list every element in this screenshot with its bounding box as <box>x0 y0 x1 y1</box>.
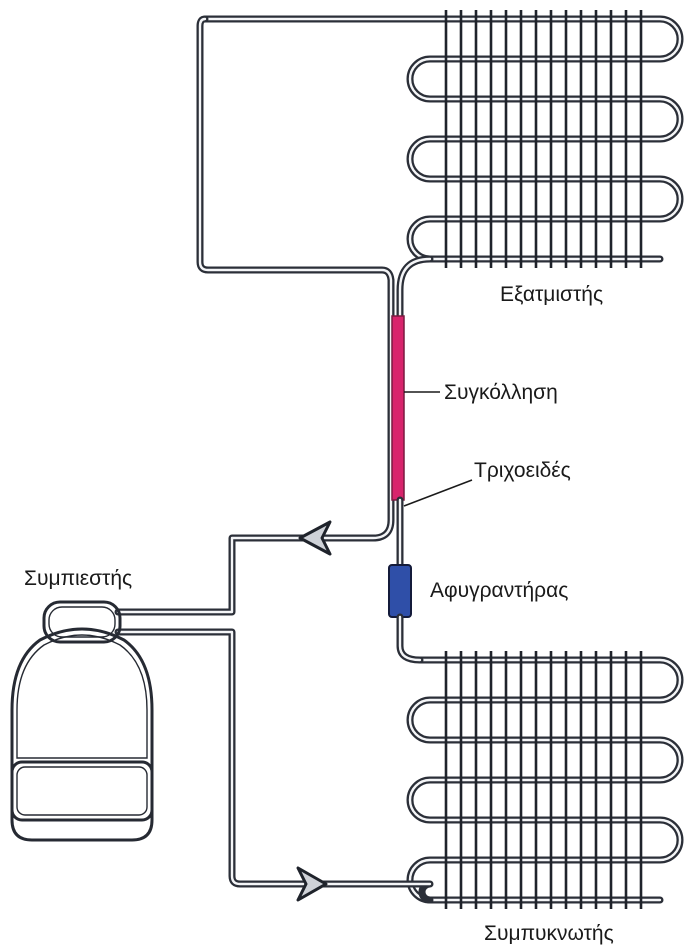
weld-section <box>391 315 405 501</box>
label-weld: Συγκόλληση <box>444 381 558 404</box>
label-compressor: Συμπιεστής <box>24 567 132 590</box>
suction-line <box>114 15 395 616</box>
label-drier: Αφυγραντήρας <box>430 579 568 602</box>
label-capillary: Τριχοειδές <box>474 459 571 482</box>
evaporator-fins <box>444 10 643 268</box>
drier-filter <box>388 564 412 618</box>
condenser-fins <box>444 651 643 909</box>
label-evaporator: Εξατμιστής <box>500 283 603 306</box>
flow-arrow-suction <box>298 520 332 556</box>
evaporator-coil <box>201 10 684 268</box>
drier-to-condenser-line <box>396 613 424 664</box>
discharge-line <box>114 628 434 904</box>
label-condenser: Συμπυκνωτής <box>484 922 614 945</box>
condenser-coil <box>406 651 684 909</box>
capillary-leader <box>403 479 473 507</box>
compressor <box>10 600 154 842</box>
evaporator-outlet-line <box>396 255 434 322</box>
flow-arrow-discharge <box>296 866 328 902</box>
